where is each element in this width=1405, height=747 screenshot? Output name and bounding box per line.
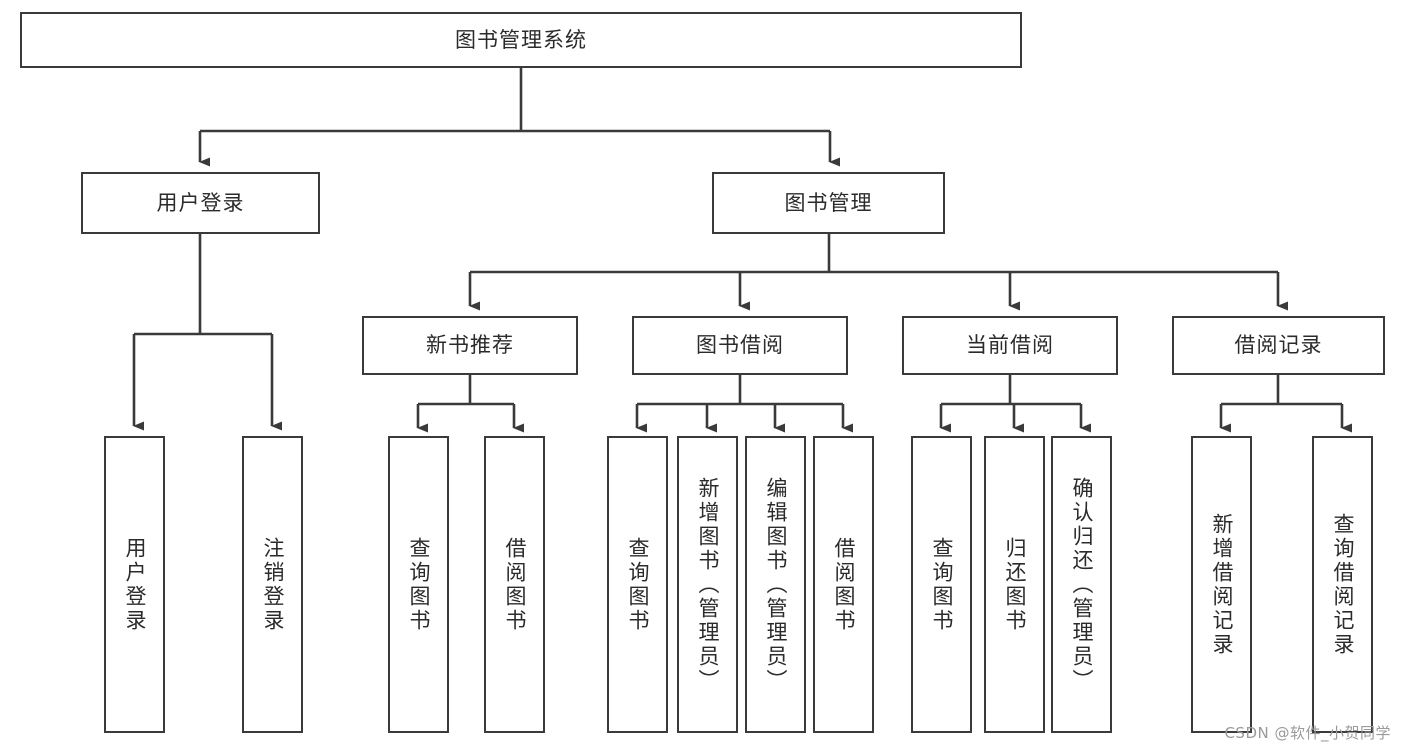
- node-current-borrow[interactable]: 当前借阅: [902, 316, 1118, 375]
- node-leaf-borrow-book-new[interactable]: 借阅图书: [484, 436, 545, 733]
- node-leaf-logout[interactable]: 注销登录: [242, 436, 303, 733]
- node-current-borrow-label: 当前借阅: [966, 333, 1054, 358]
- node-root[interactable]: 图书管理系统: [20, 12, 1022, 68]
- node-leaf-add-book-label: 新增图书（管理员）: [696, 476, 720, 693]
- node-leaf-query-borrow-record[interactable]: 查询借阅记录: [1312, 436, 1373, 733]
- node-leaf-borrow-book-new-label: 借阅图书: [503, 536, 527, 633]
- node-leaf-query-book-new-label: 查询图书: [407, 536, 431, 633]
- node-new-book-recommend[interactable]: 新书推荐: [362, 316, 578, 375]
- node-new-book-recommend-label: 新书推荐: [426, 333, 514, 358]
- node-book-management[interactable]: 图书管理: [712, 172, 945, 234]
- node-book-borrow-label: 图书借阅: [696, 333, 784, 358]
- node-book-borrow[interactable]: 图书借阅: [632, 316, 848, 375]
- node-user-login-label: 用户登录: [156, 190, 245, 215]
- node-leaf-edit-book-label: 编辑图书（管理员）: [764, 476, 788, 693]
- node-leaf-confirm-return[interactable]: 确认归还（管理员）: [1051, 436, 1112, 733]
- node-root-label: 图书管理系统: [455, 27, 587, 52]
- node-leaf-query-book-borrow[interactable]: 查询图书: [607, 436, 668, 733]
- node-leaf-add-book[interactable]: 新增图书（管理员）: [677, 436, 738, 733]
- node-leaf-return-book[interactable]: 归还图书: [984, 436, 1045, 733]
- node-leaf-user-login[interactable]: 用户登录: [104, 436, 165, 733]
- node-leaf-user-login-label: 用户登录: [123, 536, 147, 633]
- node-borrow-record[interactable]: 借阅记录: [1172, 316, 1385, 375]
- node-leaf-return-book-label: 归还图书: [1003, 536, 1027, 633]
- node-leaf-borrow-book-label: 借阅图书: [832, 536, 856, 633]
- node-leaf-logout-label: 注销登录: [261, 536, 285, 633]
- node-book-management-label: 图书管理: [784, 190, 873, 215]
- node-leaf-query-book-new[interactable]: 查询图书: [388, 436, 449, 733]
- node-leaf-query-book-current[interactable]: 查询图书: [911, 436, 972, 733]
- node-leaf-query-book-current-label: 查询图书: [930, 536, 954, 633]
- node-leaf-query-borrow-record-label: 查询借阅记录: [1331, 512, 1355, 657]
- node-leaf-add-borrow-record[interactable]: 新增借阅记录: [1191, 436, 1252, 733]
- node-leaf-edit-book[interactable]: 编辑图书（管理员）: [745, 436, 806, 733]
- node-leaf-confirm-return-label: 确认归还（管理员）: [1070, 476, 1094, 693]
- node-leaf-query-book-borrow-label: 查询图书: [626, 536, 650, 633]
- node-user-login[interactable]: 用户登录: [81, 172, 320, 234]
- watermark: CSDN @软件_小贺同学: [1224, 724, 1391, 742]
- node-leaf-borrow-book[interactable]: 借阅图书: [813, 436, 874, 733]
- node-borrow-record-label: 借阅记录: [1234, 333, 1323, 358]
- node-leaf-add-borrow-record-label: 新增借阅记录: [1210, 512, 1234, 657]
